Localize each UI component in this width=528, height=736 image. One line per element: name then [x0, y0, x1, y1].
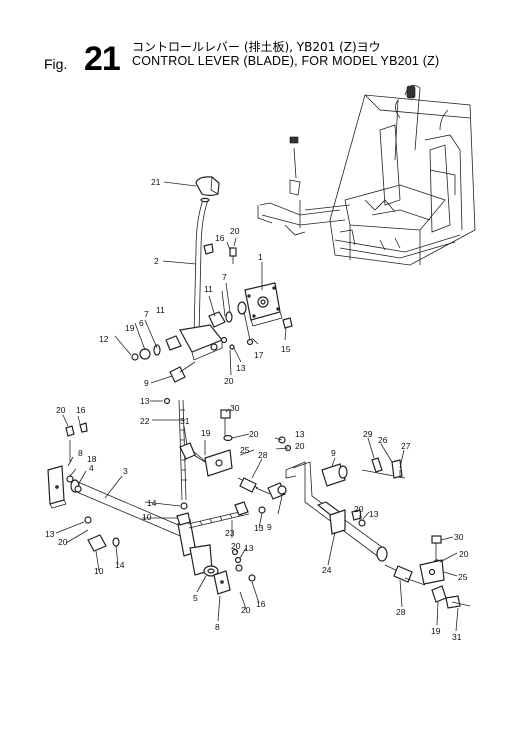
callout-12: 12 — [99, 334, 109, 344]
callout-22: 22 — [140, 416, 150, 426]
callout-16: 16 — [256, 599, 266, 609]
callout-13: 13 — [244, 543, 254, 553]
callout-23: 23 — [225, 528, 235, 538]
callout-20: 20 — [249, 429, 259, 439]
title-english: CONTROL LEVER (BLADE), FOR MODEL YB201 (… — [132, 54, 440, 68]
callout-24: 24 — [322, 565, 332, 575]
fig-number: 21 — [84, 40, 121, 78]
callout-7: 7 — [144, 309, 149, 319]
callout-5: 5 — [193, 593, 198, 603]
callout-28: 28 — [396, 607, 406, 617]
callout-7: 7 — [222, 272, 227, 282]
callout-19: 19 — [125, 323, 135, 333]
machine-overview-inset — [257, 84, 476, 266]
middle-linkage — [179, 409, 292, 564]
callout-18: 18 — [87, 454, 97, 464]
callout-1: 1 — [258, 252, 263, 262]
callout-13: 13 — [369, 509, 379, 519]
callout-25: 25 — [458, 572, 468, 582]
callout-20: 20 — [354, 504, 364, 514]
callout-11: 11 — [156, 305, 165, 315]
callout-21: 21 — [151, 177, 161, 187]
callout-20: 20 — [230, 226, 240, 236]
callout-19: 19 — [431, 626, 441, 636]
callout-29: 29 — [363, 429, 373, 439]
callout-19: 19 — [201, 428, 211, 438]
callout-20: 20 — [58, 537, 68, 547]
callout-4: 4 — [89, 463, 94, 473]
callout-16: 16 — [215, 233, 225, 243]
callout-20: 20 — [231, 541, 241, 551]
leader-lines — [55, 181, 459, 632]
callout-20: 20 — [295, 441, 305, 451]
callout-13: 13 — [236, 363, 246, 373]
callout-20: 20 — [224, 376, 234, 386]
callout-28: 28 — [258, 450, 268, 460]
callout-3: 3 — [123, 466, 128, 476]
callout-2: 2 — [154, 256, 159, 266]
cross-shaft-3 — [47, 422, 256, 595]
callout-8: 8 — [78, 448, 83, 458]
callout-27: 27 — [401, 441, 411, 451]
callout-14: 14 — [115, 560, 125, 570]
callout-20: 20 — [241, 605, 251, 615]
callout-14: 14 — [147, 498, 157, 508]
callout-11: 11 — [204, 284, 213, 294]
callout-13: 13 — [140, 396, 150, 406]
figure-header: Fig. 21 コントロールレバー (排土板), YB201 (Z)ヨウ CON… — [44, 34, 504, 78]
callout-9: 9 — [331, 448, 336, 458]
callout-13: 13 — [295, 429, 305, 439]
callout-31: 31 — [180, 416, 190, 426]
callout-20: 20 — [459, 549, 469, 559]
callout-26: 26 — [378, 435, 388, 445]
callout-10: 10 — [94, 566, 104, 576]
fig-label: Fig. — [44, 56, 68, 72]
callout-13: 13 — [45, 529, 55, 539]
callout-31: 31 — [452, 632, 462, 642]
callout-8: 8 — [215, 622, 220, 632]
callout-30: 30 — [230, 403, 240, 413]
callout-20: 20 — [56, 405, 66, 415]
callout-labels: 21 16 20 2 7 1 11 7 11 19 6 12 17 15 13 … — [45, 177, 469, 642]
cross-shaft-24 — [285, 457, 471, 609]
lever-assembly-upper — [131, 176, 293, 405]
callout-10: 10 — [142, 512, 152, 522]
callout-6: 6 — [139, 318, 144, 328]
rod-23 — [187, 501, 250, 529]
callout-9: 9 — [144, 378, 149, 388]
callout-13: 13 — [254, 523, 264, 533]
callout-25: 25 — [240, 445, 250, 455]
callout-16: 16 — [76, 405, 86, 415]
callout-30: 30 — [454, 532, 464, 542]
callout-17: 17 — [254, 350, 264, 360]
callout-9: 9 — [267, 522, 272, 532]
title-japanese: コントロールレバー (排土板), YB201 (Z)ヨウ — [132, 40, 381, 54]
callout-15: 15 — [281, 344, 291, 354]
